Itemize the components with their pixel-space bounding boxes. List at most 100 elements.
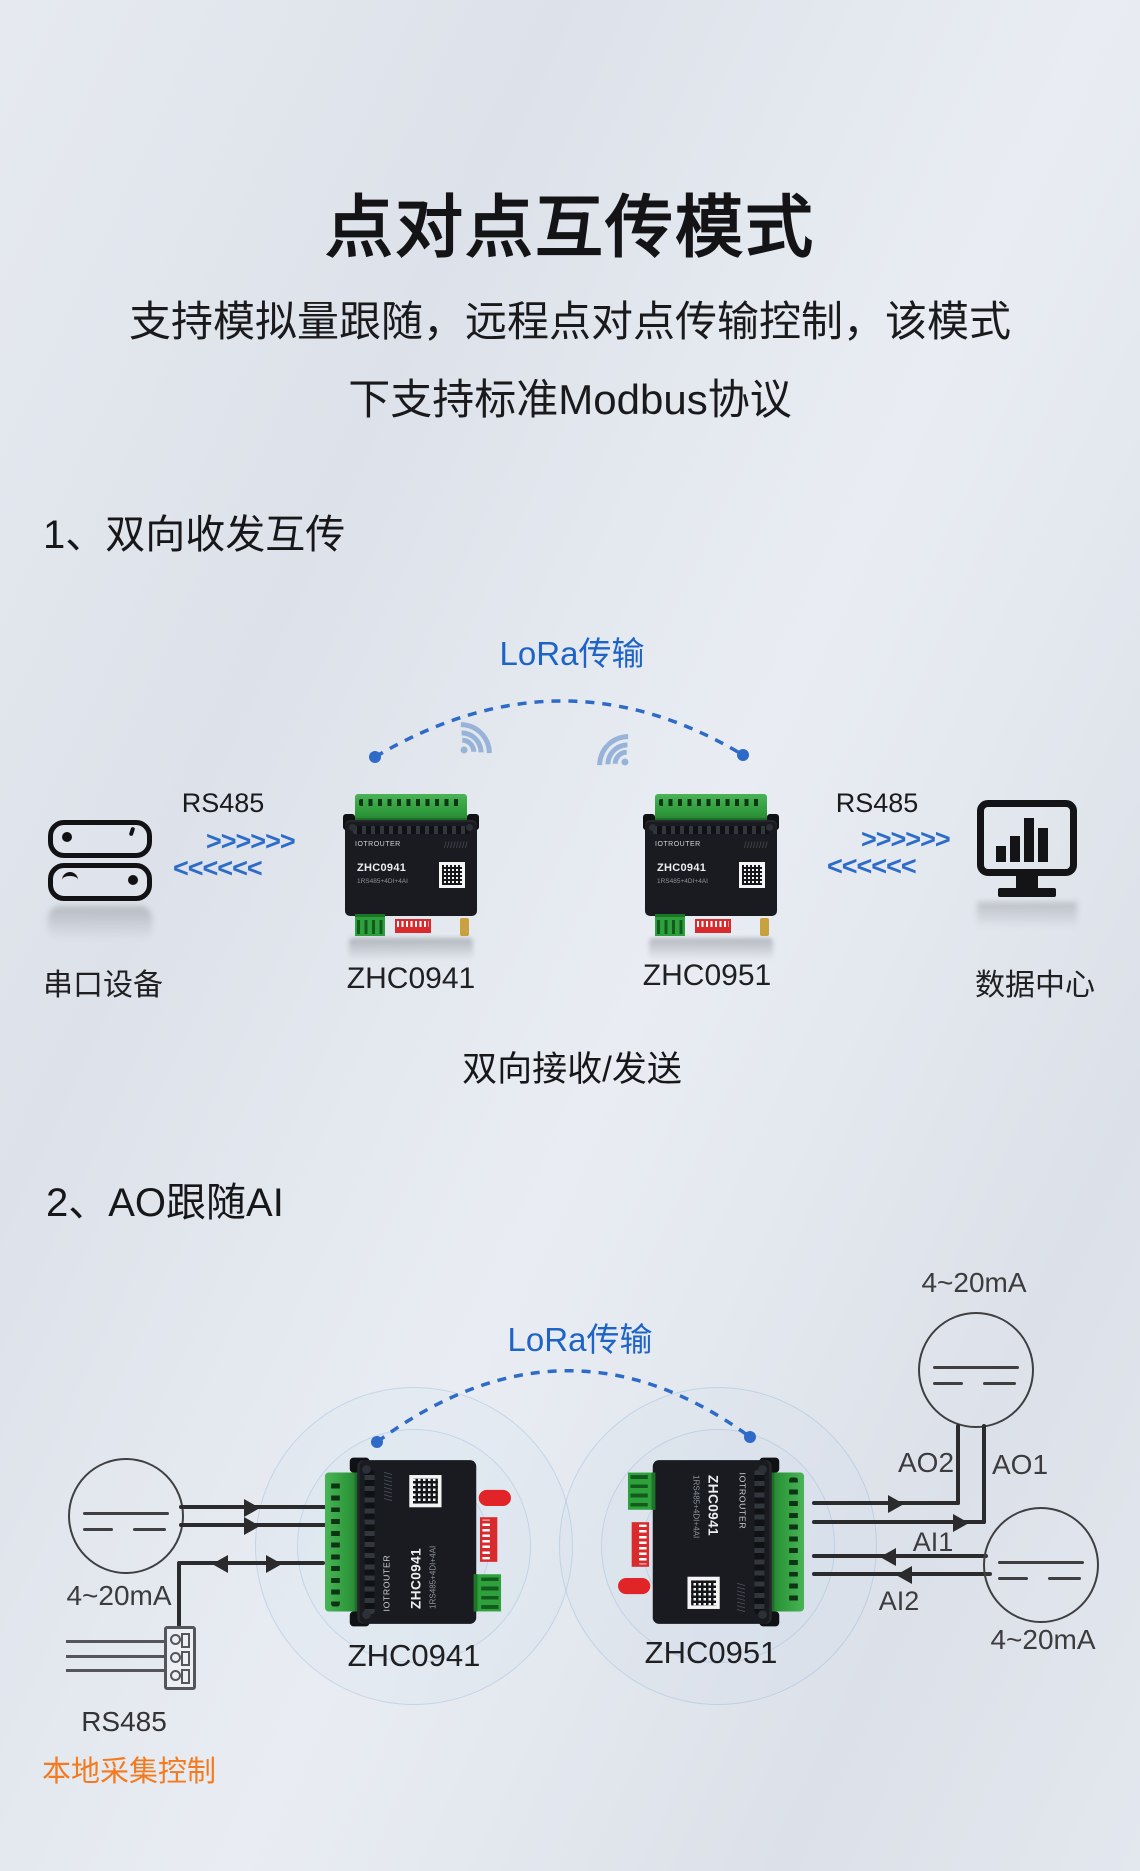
ai2-label: AI2 bbox=[878, 1586, 920, 1616]
sensor-top-label: 4~20mA bbox=[921, 1267, 1027, 1298]
chevrons-back-left: <<<<<< bbox=[173, 853, 263, 883]
device-model-text: ZHC0941 bbox=[409, 1547, 425, 1609]
ai1-label: AI1 bbox=[912, 1527, 954, 1557]
lora-label-1: LoRa传输 bbox=[499, 635, 645, 672]
screw bbox=[362, 1610, 371, 1619]
screw bbox=[349, 824, 356, 831]
arrow-right bbox=[244, 1499, 260, 1517]
sensor-4-20ma-top bbox=[918, 1312, 1034, 1428]
caption-device2: ZHC0951 bbox=[642, 959, 772, 992]
screw bbox=[362, 1465, 371, 1474]
device-spec-text: 1RS485+4DI+4AI bbox=[657, 878, 708, 885]
dip-switch-red bbox=[479, 1517, 498, 1562]
vent-hatch: //////// bbox=[743, 840, 768, 850]
sensor-4-20ma-left bbox=[68, 1458, 184, 1574]
terminal-block-green bbox=[766, 1472, 805, 1612]
device-reflection bbox=[349, 938, 473, 960]
arrow-left bbox=[880, 1548, 896, 1566]
ao2-label: AO2 bbox=[897, 1447, 955, 1478]
sensor-left-label: 4~20mA bbox=[66, 1580, 172, 1611]
qr-code bbox=[439, 862, 465, 888]
arrow-right bbox=[266, 1555, 282, 1573]
device-spec-text: 1RS485+4DI+4AI bbox=[357, 878, 408, 885]
chevrons-back-right: <<<<<< bbox=[827, 851, 917, 881]
monitor-stand bbox=[1016, 875, 1038, 888]
device-zhc0951: IOTROUTER //////// ZHC0941 1RS485+4DI+4A… bbox=[643, 794, 779, 960]
led-rail bbox=[353, 826, 469, 834]
caption-device1: ZHC0941 bbox=[346, 962, 476, 995]
device-brand-text: IOTROUTER bbox=[383, 1554, 392, 1612]
subtitle-line2: 下支持标准Modbus协议 bbox=[348, 376, 792, 423]
sensor-4-20ma-right bbox=[983, 1507, 1099, 1623]
wifi-signal-icon-left bbox=[417, 698, 516, 797]
device-brand-text: IOTROUTER bbox=[355, 841, 401, 848]
caption-serial-device: 串口设备 bbox=[43, 969, 163, 1002]
antenna-connector bbox=[618, 1577, 651, 1595]
arrow-left bbox=[212, 1555, 228, 1573]
device-spec-text: 1RS485+4DI+4AI bbox=[429, 1545, 438, 1609]
arc-endpoint-dot bbox=[369, 751, 381, 763]
plug-wire bbox=[66, 1640, 164, 1643]
arc-endpoint-dot bbox=[737, 749, 749, 761]
server-slot bbox=[48, 863, 152, 901]
rs485-label-left: RS485 bbox=[181, 788, 265, 818]
qr-code bbox=[409, 1475, 442, 1508]
monitor-screen bbox=[977, 800, 1077, 876]
screw bbox=[758, 1465, 767, 1474]
screw bbox=[649, 824, 656, 831]
screw bbox=[466, 824, 473, 831]
screw bbox=[758, 1610, 767, 1619]
sensor-right-label: 4~20mA bbox=[990, 1624, 1096, 1655]
rs485-label-right: RS485 bbox=[835, 788, 919, 818]
antenna-connector bbox=[478, 1489, 511, 1507]
wire-rs485-drop bbox=[177, 1561, 181, 1627]
power-connector-green bbox=[655, 914, 685, 936]
device-zhc0941-rotated: IOTROUTER //////// ZHC0941 1RS485+4DI+4A… bbox=[324, 1457, 511, 1627]
server-slot bbox=[48, 820, 152, 858]
dip-switch-red bbox=[395, 919, 431, 933]
chevrons-forward-right: >>>>>> bbox=[861, 824, 951, 854]
device-brand-text: IOTROUTER bbox=[655, 841, 701, 848]
ao1-label: AO1 bbox=[991, 1449, 1049, 1480]
subtitle-line1: 支持模拟量跟随，远程点对点传输控制，该模式 bbox=[128, 298, 1012, 345]
vent-hatch: //////// bbox=[382, 1471, 395, 1502]
dip-switch-red bbox=[695, 919, 731, 933]
screw bbox=[766, 824, 773, 831]
arrow-left bbox=[896, 1566, 912, 1584]
device-zhc0951-rotated: IOTROUTER //////// ZHC0941 1RS485+4DI+4A… bbox=[618, 1457, 805, 1627]
vent-hatch: //////// bbox=[734, 1582, 747, 1613]
wire-ai1 bbox=[812, 1554, 988, 1558]
arrow-right bbox=[244, 1517, 260, 1535]
power-connector-green bbox=[473, 1574, 502, 1612]
rs485-label-bottom: RS485 bbox=[81, 1706, 167, 1737]
device-model-text: ZHC0941 bbox=[657, 862, 707, 874]
rs485-plug-icon bbox=[164, 1626, 196, 1690]
monitor-base bbox=[998, 888, 1056, 897]
device-body: IOTROUTER //////// ZHC0941 1RS485+4DI+4A… bbox=[357, 1460, 477, 1624]
bidirectional-note: 双向接收/发送 bbox=[462, 1050, 682, 1089]
wire-ao2 bbox=[812, 1501, 960, 1505]
plug-wire bbox=[66, 1669, 164, 1672]
antenna-connector bbox=[760, 918, 769, 936]
caption2-device1: ZHC0941 bbox=[347, 1638, 481, 1673]
power-connector-green bbox=[627, 1472, 656, 1510]
serial-device-icon bbox=[48, 820, 152, 940]
lora-label-2: LoRa传输 bbox=[507, 1321, 653, 1358]
device-body: IOTROUTER //////// ZHC0941 1RS485+4DI+4A… bbox=[652, 1460, 772, 1624]
wire-ao2-drop bbox=[956, 1424, 960, 1505]
device-model-text: ZHC0941 bbox=[704, 1475, 720, 1537]
qr-code bbox=[687, 1576, 720, 1609]
wire-rs485-local bbox=[179, 1561, 325, 1565]
led-rail bbox=[364, 1470, 375, 1614]
plug-wire bbox=[66, 1655, 164, 1658]
power-connector-green bbox=[355, 914, 385, 936]
chevrons-forward-left: >>>>>> bbox=[206, 826, 296, 856]
wifi-signal-icon-right bbox=[573, 710, 672, 809]
wire-ao1 bbox=[812, 1520, 986, 1524]
data-center-icon bbox=[977, 800, 1077, 928]
qr-code bbox=[739, 862, 765, 888]
section2-heading: 2、AO跟随AI bbox=[46, 1181, 284, 1225]
dip-switch-red bbox=[631, 1522, 650, 1567]
led-rail bbox=[754, 1470, 765, 1614]
device-body: IOTROUTER //////// ZHC0941 1RS485+4DI+4A… bbox=[345, 820, 477, 916]
